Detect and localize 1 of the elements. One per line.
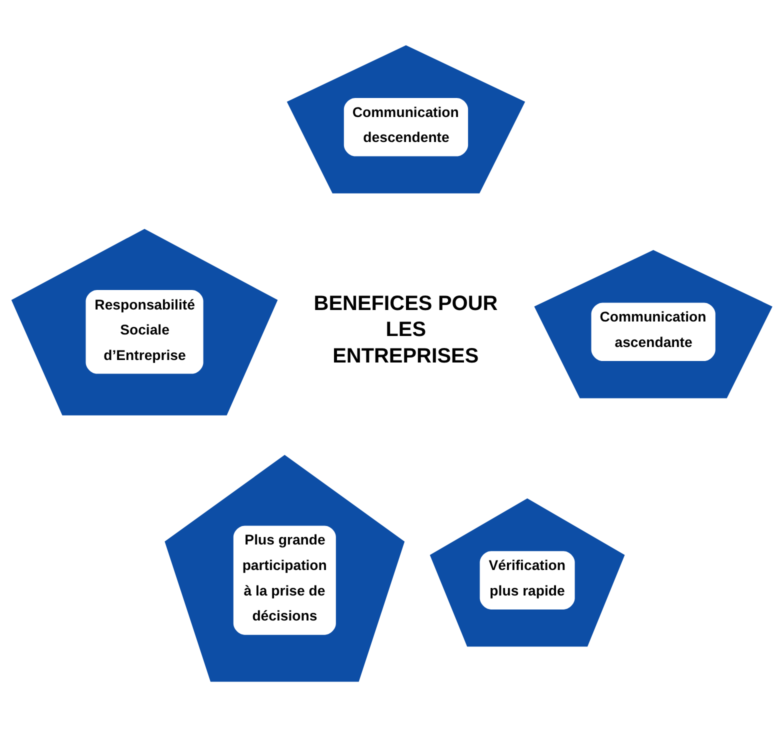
label: BENEFICES POUR LES ENTREPRISES xyxy=(314,292,498,368)
